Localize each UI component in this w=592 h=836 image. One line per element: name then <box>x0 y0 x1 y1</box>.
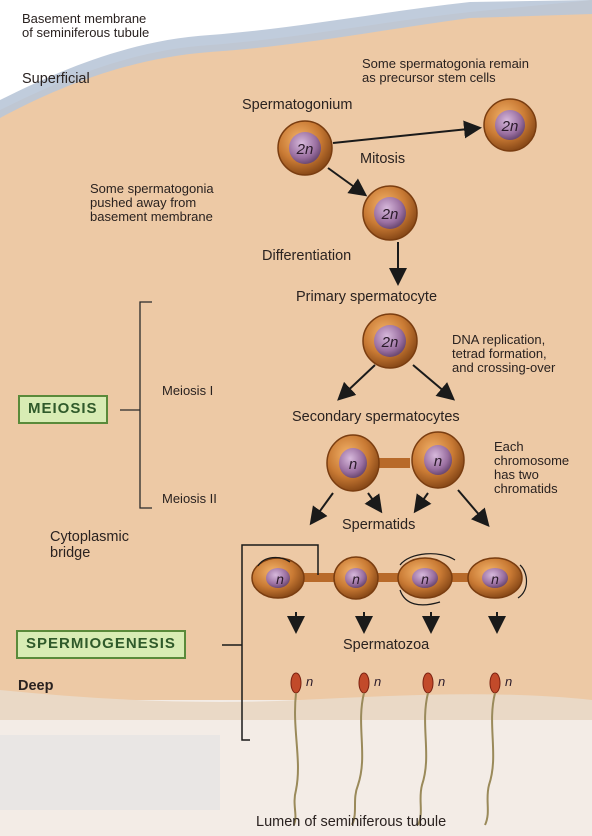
label-n-secondary-1: n <box>349 456 357 473</box>
label-lumen: Lumen of seminiferous tubule <box>256 815 446 831</box>
meiosis-box: MEIOSIS <box>18 395 108 424</box>
label-spermatogonium: Spermatogonium <box>242 98 352 114</box>
label-n-spermatid-4: n <box>491 571 499 587</box>
label-n-spermatozoon-1: n <box>306 674 313 689</box>
label-precursor-note: Some spermatogonia remain as precursor s… <box>362 57 529 85</box>
cell-spermatogonium: 2n <box>278 121 332 175</box>
label-superficial: Superficial <box>22 72 90 88</box>
label-dna-note: DNA replication, tetrad formation, and c… <box>452 333 555 375</box>
label-meiosis-2: Meiosis II <box>162 492 217 506</box>
label-differentiation: Differentiation <box>262 249 351 265</box>
label-spermatozoa: Spermatozoa <box>343 638 429 654</box>
label-meiosis-1: Meiosis I <box>162 384 213 398</box>
label-2n-pushed: 2n <box>381 206 399 223</box>
label-cytoplasmic-bridge: Cytoplasmic bridge <box>50 530 129 561</box>
label-secondary-spermatocytes: Secondary spermatocytes <box>292 410 460 426</box>
label-n-spermatid-2: n <box>352 571 360 587</box>
spermiogenesis-box: SPERMIOGENESIS <box>16 630 186 659</box>
label-n-spermatozoon-2: n <box>374 674 381 689</box>
label-2n-stem: 2n <box>501 118 519 135</box>
label-each-note: Each chromosome has two chromatids <box>494 440 569 496</box>
label-primary-spermatocyte: Primary spermatocyte <box>296 290 437 306</box>
label-n-spermatozoon-4: n <box>505 674 512 689</box>
label-2n-spermatogonium: 2n <box>296 141 314 158</box>
label-n-spermatid-3: n <box>421 571 429 587</box>
label-basement-membrane: Basement membrane of seminiferous tubule <box>22 12 149 40</box>
cell-pushed-spermatogonium: 2n <box>363 186 417 240</box>
label-n-secondary-2: n <box>434 453 442 470</box>
cell-spermatogonium-stem: 2n <box>484 99 536 151</box>
label-pushed-note: Some spermatogonia pushed away from base… <box>90 182 214 224</box>
label-n-spermatid-1: n <box>276 571 284 587</box>
label-mitosis: Mitosis <box>360 152 405 168</box>
label-spermatids: Spermatids <box>342 518 415 534</box>
label-deep: Deep <box>18 679 53 695</box>
cell-primary-spermatocyte: 2n <box>363 314 417 368</box>
label-n-spermatozoon-3: n <box>438 674 445 689</box>
label-2n-primary: 2n <box>381 334 399 351</box>
